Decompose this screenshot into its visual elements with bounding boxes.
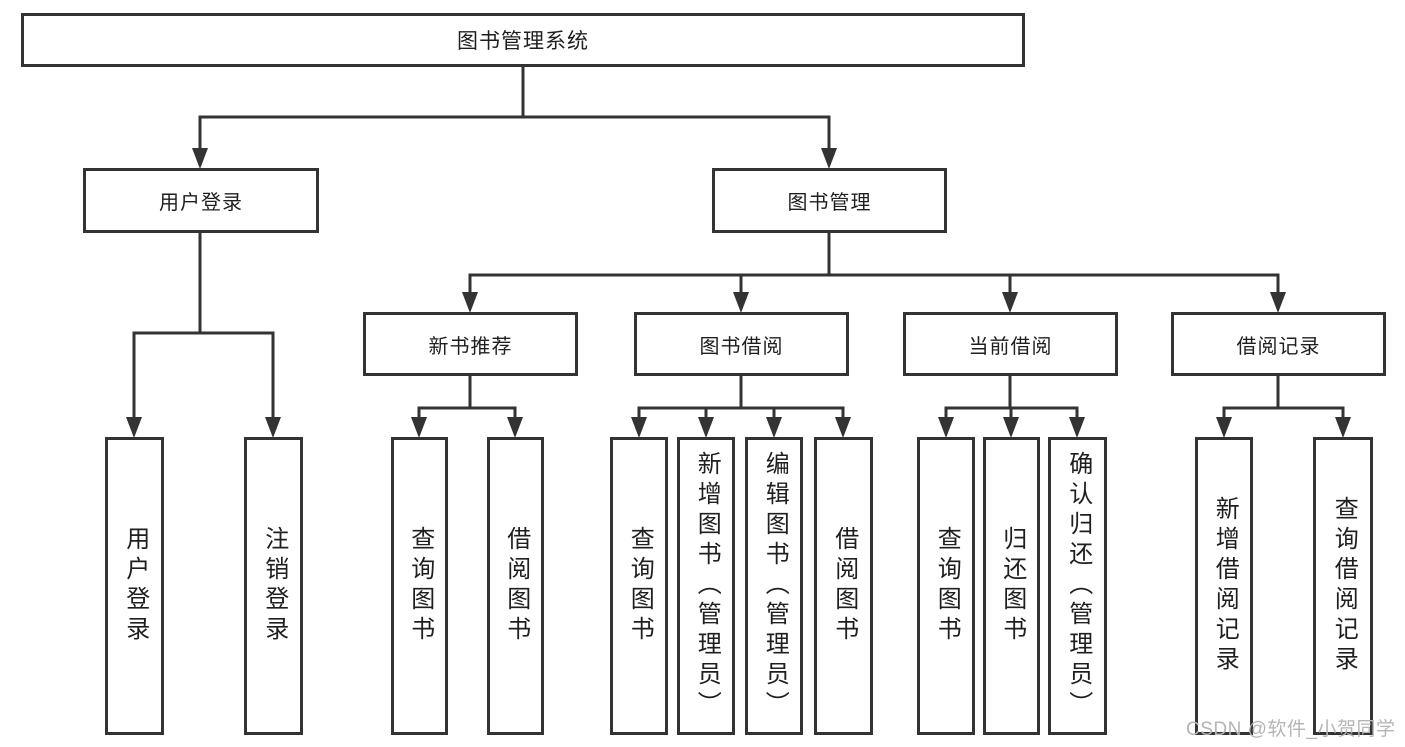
leaf-borrow-edit-book-admin-label: 编辑图书（管理员） bbox=[761, 451, 789, 721]
leaf-user-login: 用户登录 bbox=[105, 437, 164, 735]
arrowhead-icon bbox=[192, 148, 208, 169]
leaf-current-return-book-label: 归还图书 bbox=[998, 526, 1026, 646]
arrowhead-icon bbox=[1216, 417, 1232, 438]
arrowhead-icon bbox=[1003, 417, 1019, 438]
node-book-borrow-label: 图书借阅 bbox=[699, 335, 784, 358]
node-borrow-records: 借阅记录 bbox=[1171, 312, 1386, 376]
leaf-borrow-add-book-admin-label: 新增图书（管理员） bbox=[693, 451, 721, 721]
leaf-records-query-record: 查询借阅记录 bbox=[1313, 437, 1373, 735]
node-root-label: 图书管理系统 bbox=[457, 30, 589, 53]
arrowhead-icon bbox=[698, 417, 714, 438]
arrowhead-icon bbox=[411, 417, 427, 438]
leaf-borrow-query-book-label: 查询图书 bbox=[626, 526, 654, 646]
node-user-login-label: 用户登录 bbox=[159, 192, 243, 214]
leaf-borrow-borrow-book: 借阅图书 bbox=[814, 437, 873, 735]
connector-current-borrow-to-leaves bbox=[938, 376, 1085, 438]
arrowhead-icon bbox=[938, 417, 954, 438]
leaf-records-query-record-label: 查询借阅记录 bbox=[1330, 496, 1358, 676]
leaf-logout: 注销登录 bbox=[244, 437, 303, 735]
connector-book-management-to-level3 bbox=[462, 233, 1286, 313]
arrowhead-icon bbox=[766, 417, 782, 438]
leaf-logout-label: 注销登录 bbox=[260, 526, 288, 646]
leaf-borrow-add-book-admin: 新增图书（管理员） bbox=[677, 437, 735, 735]
arrowhead-icon bbox=[462, 292, 478, 313]
node-borrow-records-label: 借阅记录 bbox=[1236, 335, 1321, 358]
leaf-recommend-query-book: 查询图书 bbox=[391, 437, 448, 735]
node-user-login: 用户登录 bbox=[83, 168, 319, 233]
connector-user-login-to-leaves bbox=[126, 233, 281, 438]
connector-borrow-records-to-leaves bbox=[1216, 376, 1351, 438]
arrowhead-icon bbox=[1002, 292, 1018, 313]
leaf-current-query-book: 查询图书 bbox=[917, 437, 975, 735]
arrowhead-icon bbox=[265, 417, 281, 438]
connector-root-to-level2 bbox=[192, 65, 837, 169]
leaf-borrow-edit-book-admin: 编辑图书（管理员） bbox=[745, 437, 803, 735]
leaf-borrow-query-book: 查询图书 bbox=[610, 437, 668, 735]
node-current-borrow-label: 当前借阅 bbox=[968, 335, 1053, 358]
leaf-recommend-query-book-label: 查询图书 bbox=[406, 526, 434, 646]
leaf-borrow-borrow-book-label: 借阅图书 bbox=[830, 526, 858, 646]
node-book-management-label: 图书管理 bbox=[787, 192, 872, 214]
arrowhead-icon bbox=[1270, 292, 1286, 313]
node-root: 图书管理系统 bbox=[21, 13, 1025, 67]
arrowhead-icon bbox=[126, 417, 142, 438]
leaf-current-return-book: 归还图书 bbox=[983, 437, 1040, 735]
csdn-watermark: CSDN @软件_小贺同学 bbox=[1186, 719, 1396, 740]
node-book-borrow: 图书借阅 bbox=[634, 312, 849, 376]
leaf-records-add-record-label: 新增借阅记录 bbox=[1211, 496, 1239, 676]
connector-new-book-recommend-to-leaves bbox=[411, 376, 523, 438]
node-current-borrow: 当前借阅 bbox=[903, 312, 1118, 376]
leaf-user-login-label: 用户登录 bbox=[121, 526, 149, 646]
arrowhead-icon bbox=[733, 292, 749, 313]
arrowhead-icon bbox=[821, 148, 837, 169]
node-book-management: 图书管理 bbox=[712, 168, 947, 233]
leaf-records-add-record: 新增借阅记录 bbox=[1195, 437, 1253, 735]
arrowhead-icon bbox=[1069, 417, 1085, 438]
leaf-current-confirm-return-admin-label: 确认归还（管理员） bbox=[1064, 451, 1092, 721]
leaf-recommend-borrow-book-label: 借阅图书 bbox=[502, 526, 530, 646]
arrowhead-icon bbox=[835, 417, 851, 438]
node-new-book-recommend-label: 新书推荐 bbox=[428, 335, 513, 358]
node-new-book-recommend: 新书推荐 bbox=[363, 312, 578, 376]
arrowhead-icon bbox=[507, 417, 523, 438]
arrowhead-icon bbox=[631, 417, 647, 438]
arrowhead-icon bbox=[1335, 417, 1351, 438]
connector-book-borrow-to-leaves bbox=[631, 376, 851, 438]
leaf-recommend-borrow-book: 借阅图书 bbox=[487, 437, 544, 735]
leaf-current-query-book-label: 查询图书 bbox=[933, 526, 961, 646]
leaf-current-confirm-return-admin: 确认归还（管理员） bbox=[1048, 437, 1107, 735]
